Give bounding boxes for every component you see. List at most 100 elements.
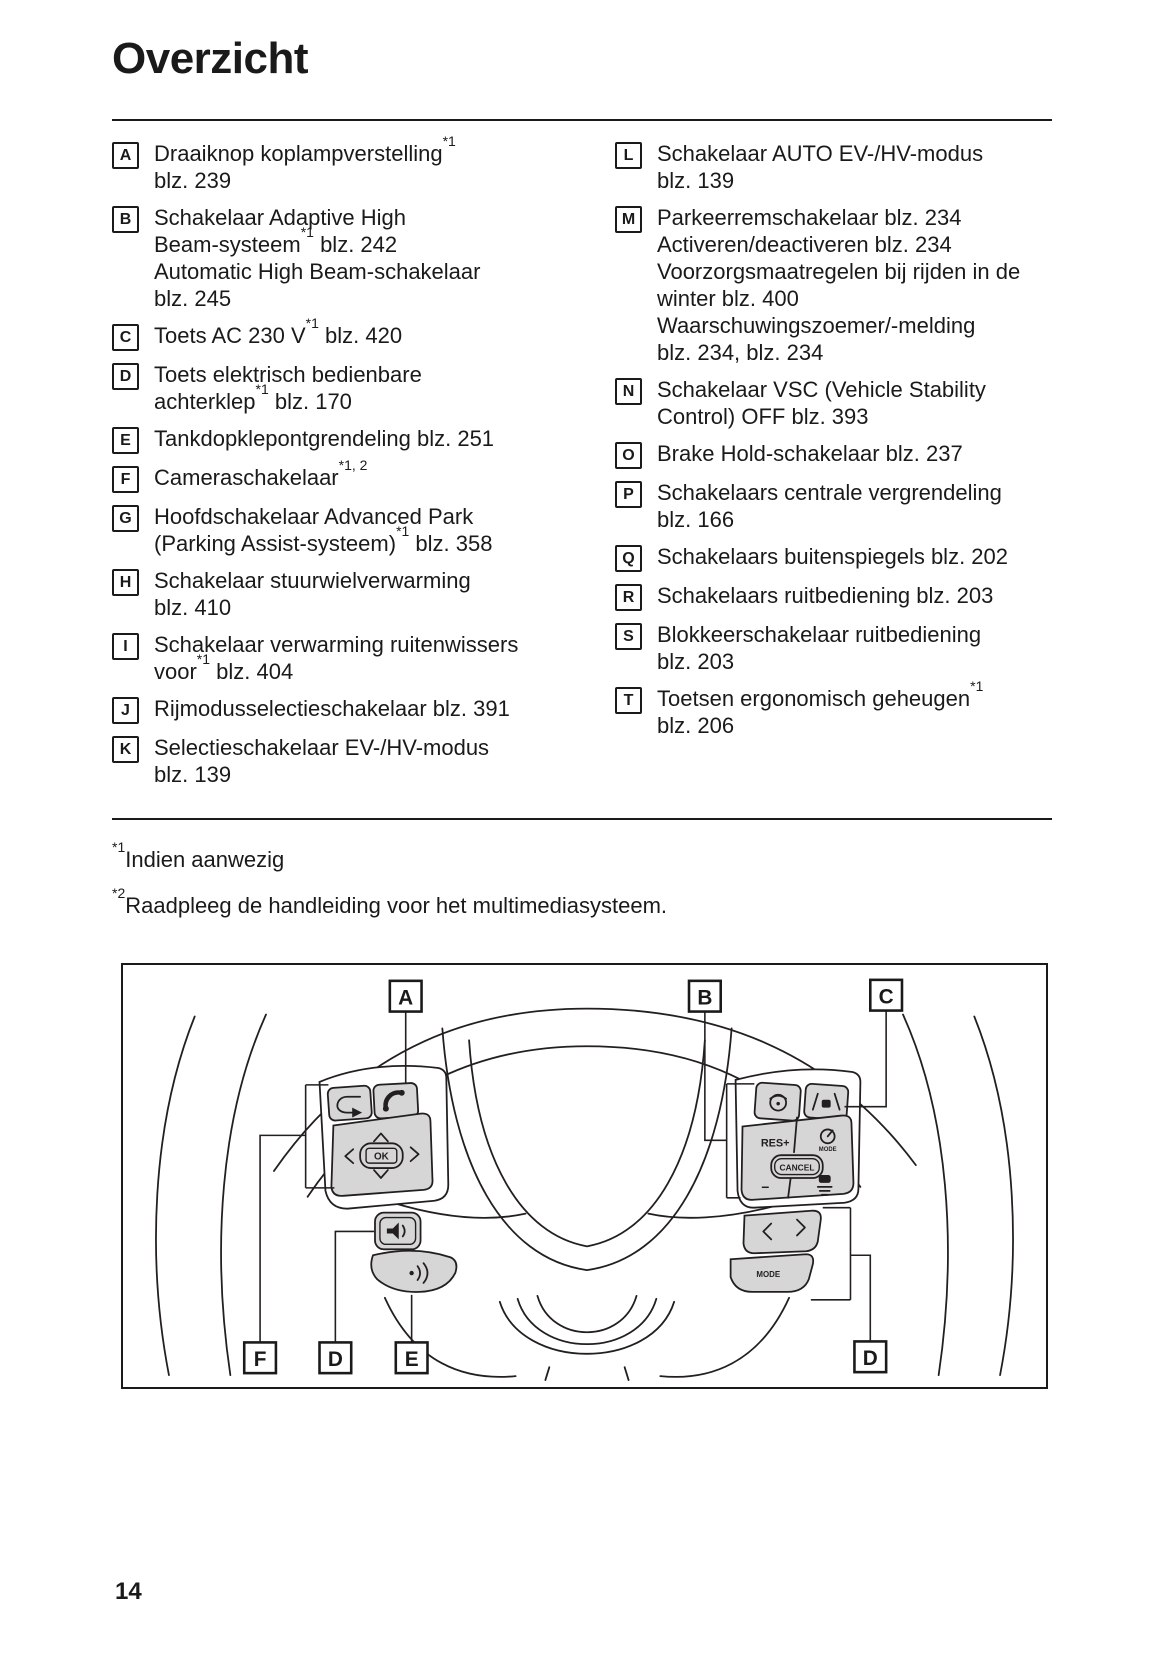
ok-button-label: OK (374, 1152, 390, 1163)
speaker-icon (386, 1222, 406, 1240)
legend-key-box: G (112, 505, 139, 532)
seek-buttons (742, 1209, 822, 1255)
legend-item-g: G Hoofdschakelaar Advanced Park(Parking A… (112, 503, 582, 557)
callout-d-left: D (318, 1341, 353, 1375)
callout-f-label: F (254, 1348, 267, 1371)
callout-a-label: A (398, 987, 413, 1010)
diagram-frame: OK (121, 963, 1048, 1389)
steering-assist-icon (769, 1093, 787, 1112)
leader-lines (259, 1009, 887, 1343)
mode-button (729, 1253, 815, 1293)
phone-button (372, 1082, 420, 1120)
return-arrow-icon (336, 1095, 363, 1118)
superscript-ref: *2 (112, 884, 126, 901)
legend-item-text: Cameraschakelaar*1, 2 (154, 456, 368, 490)
phone-icon (382, 1089, 405, 1112)
cancel-button-label: CANCEL (779, 1163, 814, 1173)
legend-key-box: J (112, 697, 139, 724)
superscript-ref: *1 (255, 380, 269, 397)
chevron-down-icon (373, 1169, 389, 1179)
steering-assist-button (753, 1081, 802, 1122)
footnote-2: *2Raadpleeg de handleiding voor het mult… (112, 884, 668, 918)
legend-key-box: H (112, 569, 139, 596)
legend-key-box: F (112, 466, 139, 493)
legend-item-text: Tankdopklepontgrendeling blz. 251 (154, 426, 495, 451)
page-title: Overzicht (112, 34, 309, 83)
legend-item-text: Brake Hold-schakelaar blz. 237 (657, 441, 963, 466)
gauge-icon (819, 1128, 836, 1145)
callout-e: E (394, 1341, 429, 1375)
legend-item-text: Toets AC 230 V*1 blz. 420 (154, 314, 403, 348)
legend-key-box: E (112, 427, 139, 454)
legend-key-box: O (615, 442, 642, 469)
legend-item-text: Schakelaars buitenspiegels blz. 202 (657, 544, 1009, 569)
minus-label: − (761, 1179, 769, 1195)
legend-key-box: T (615, 687, 642, 714)
chevron-right-icon (409, 1146, 420, 1163)
voice-command-icon (409, 1262, 429, 1284)
superscript-ref: *1 (396, 522, 410, 539)
legend-key-box: L (615, 142, 642, 169)
legend-key-box: P (615, 481, 642, 508)
legend-key-box: M (615, 206, 642, 233)
callout-b: B (687, 979, 722, 1013)
legend-key-box: B (112, 206, 139, 233)
callout-d-right-label: D (863, 1347, 878, 1370)
superscript-ref: *1 (196, 650, 211, 667)
callout-c: C (869, 978, 904, 1012)
legend-key-box: R (615, 584, 642, 611)
superscript-ref: *1 (112, 838, 126, 855)
legend-key-box: K (112, 736, 139, 763)
callout-a: A (388, 979, 423, 1013)
res-plus-label: RES+ (761, 1137, 790, 1149)
superscript-ref: *1, 2 (338, 456, 368, 473)
top-rule (112, 119, 1052, 121)
footnotes: *1Indien aanwezig *2Raadpleeg de handleid… (112, 838, 1052, 938)
steering-wheel-diagram: OK (155, 978, 1014, 1381)
callout-c-label: C (879, 986, 894, 1009)
callout-b-label: B (697, 987, 712, 1010)
right-button-cluster: RES+ MODE CANCEL − (729, 1081, 855, 1293)
callout-d-right: D (853, 1340, 888, 1374)
lane-departure-icon (811, 1092, 841, 1111)
chevron-left-icon (344, 1148, 355, 1165)
return-button (326, 1084, 373, 1122)
legend-item-e: E Tankdopklepontgrendeling blz. 251 (112, 425, 582, 454)
footnote-1: *1Indien aanwezig (112, 838, 285, 872)
legend-item-j: J Rijmodusselectieschakelaar blz. 391 (112, 695, 582, 724)
legend-key-box: Q (615, 545, 642, 572)
callout-d-left-label: D (328, 1348, 343, 1371)
legend-item-text: Rijmodusselectieschakelaar blz. 391 (154, 696, 510, 721)
bottom-rule (112, 818, 1052, 820)
callout-f: F (242, 1341, 278, 1375)
ok-button (359, 1142, 404, 1169)
superscript-ref: *1 (970, 677, 984, 694)
mode-button-label: MODE (756, 1270, 780, 1279)
legend-item-text: Hoofdschakelaar Advanced Park(Parking As… (154, 504, 493, 556)
chevron-up-icon (373, 1132, 389, 1143)
legend-key-box: I (112, 633, 139, 660)
superscript-ref: *1 (442, 132, 456, 149)
legend-item-f: F Cameraschakelaar*1, 2 (112, 456, 582, 493)
cancel-button (770, 1154, 824, 1179)
